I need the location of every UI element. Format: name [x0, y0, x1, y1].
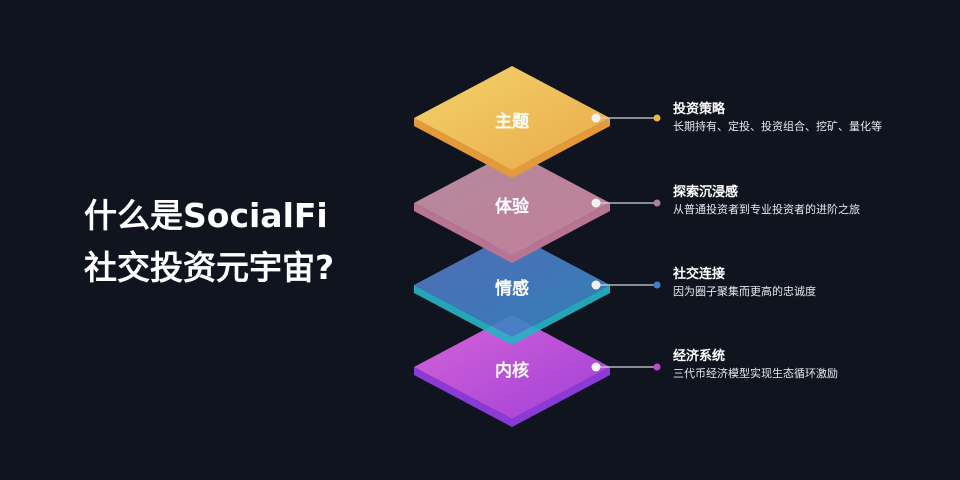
layer-label: 情感	[495, 279, 529, 299]
layer-description: 社交连接因为圈子聚集而更高的忠诚度	[673, 266, 816, 300]
layer-description: 探索沉浸感从普通投资者到专业投资者的进阶之旅	[673, 184, 860, 218]
description-heading: 经济系统	[673, 349, 726, 364]
description-heading: 探索沉浸感	[673, 185, 739, 200]
connector-start-dot	[591, 280, 601, 290]
connector-start-dot	[591, 113, 601, 123]
layer-1	[414, 66, 610, 178]
description-text: 从普通投资者到专业投资者的进阶之旅	[673, 203, 860, 216]
connector-start-dot	[591, 198, 601, 208]
layer-face	[414, 66, 610, 170]
layer-face	[414, 233, 610, 337]
layer-face	[414, 315, 610, 419]
layer-label: 体验	[495, 197, 529, 217]
description-heading: 社交连接	[673, 267, 726, 282]
title-line-2: 社交投资元宇宙?	[84, 248, 335, 287]
title-line-1: 什么是SocialFi	[84, 196, 328, 235]
page-title: 什么是SocialFi 社交投资元宇宙?	[84, 190, 334, 294]
connector-start-dot	[591, 362, 601, 372]
connector-end-dot	[653, 363, 661, 371]
layer-description: 经济系统三代币经济模型实现生态循环激励	[673, 348, 838, 382]
layer-label: 内核	[495, 361, 529, 381]
layer-3	[414, 233, 610, 345]
connector-end-dot	[653, 199, 661, 207]
description-text: 长期持有、定投、投资组合、挖矿、量化等	[673, 120, 882, 133]
connector-end-dot	[653, 114, 661, 122]
description-text: 三代币经济模型实现生态循环激励	[673, 367, 838, 380]
connector-end-dot	[653, 281, 661, 289]
description-heading: 投资策略	[673, 102, 726, 117]
layer-2	[414, 151, 610, 263]
layer-face	[414, 151, 610, 255]
layer-description: 投资策略长期持有、定投、投资组合、挖矿、量化等	[673, 101, 882, 135]
layer-label: 主题	[495, 112, 529, 132]
layer-4	[414, 315, 610, 427]
description-text: 因为圈子聚集而更高的忠诚度	[673, 285, 816, 298]
